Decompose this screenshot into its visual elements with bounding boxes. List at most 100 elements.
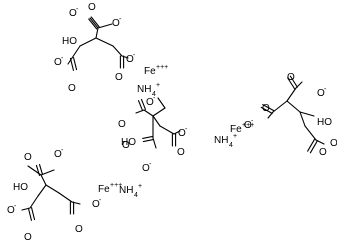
double-bond xyxy=(289,75,298,88)
hydroxyl-group-label: HO xyxy=(121,137,136,148)
oxygen-atom-label: O xyxy=(75,224,83,235)
single-bond xyxy=(286,100,301,113)
single-bond xyxy=(304,125,317,141)
oxygen-atom-label: O xyxy=(178,128,186,139)
oxygen-atom-label: O xyxy=(54,57,62,68)
negative-charge-label: - xyxy=(76,6,79,13)
double-bond xyxy=(35,164,41,177)
double-bond xyxy=(142,139,154,143)
oxygen-atom-label: O xyxy=(24,152,32,163)
ammonium-ion-label: NH xyxy=(119,185,133,196)
double-bond xyxy=(88,18,98,30)
iron-ion-label: Fe xyxy=(98,184,110,195)
oxygen-atom-label: O xyxy=(68,83,76,94)
iron-charge-label: +++ xyxy=(242,122,254,129)
single-bond xyxy=(58,192,73,203)
bond-layer xyxy=(21,16,325,221)
iron-ion-label: Fe xyxy=(230,124,242,135)
single-bond xyxy=(40,169,55,176)
iron-ion-label: Fe xyxy=(144,66,156,77)
double-bond xyxy=(27,207,32,221)
single-bond xyxy=(299,111,315,117)
single-bond xyxy=(37,184,47,197)
single-bond xyxy=(79,37,97,47)
oxygen-atom-label: O xyxy=(142,163,150,174)
oxygen-atom-label: O xyxy=(177,147,185,158)
ammonium-charge-label: + xyxy=(138,183,142,190)
negative-charge-label: - xyxy=(153,95,156,102)
oxygen-atom-label: O xyxy=(118,119,126,130)
double-bond xyxy=(309,140,318,154)
negative-charge-label: - xyxy=(61,55,64,62)
oxygen-atom-label: O xyxy=(69,8,77,19)
oxygen-atom-label: O xyxy=(330,138,337,149)
double-bond xyxy=(287,77,296,90)
single-bond xyxy=(143,109,154,117)
single-bond xyxy=(112,45,123,57)
single-bond xyxy=(299,111,306,127)
oxygen-atom-label: O xyxy=(24,232,32,243)
single-bond xyxy=(152,115,161,127)
single-bond xyxy=(89,17,99,29)
iron-charge-label: +++ xyxy=(110,182,122,189)
label-layer: O-OO-HOO-OO-OOO-HOO-OO-OOO-HOOO-O-OOO-HO… xyxy=(7,2,337,243)
oxygen-atom-label: O xyxy=(287,72,295,83)
ammonium-subscript-label: 4 xyxy=(229,142,233,149)
hydroxyl-group-label: HO xyxy=(62,36,77,47)
oxygen-atom-label: O xyxy=(88,2,96,13)
double-bond xyxy=(140,98,147,110)
negative-charge-label: - xyxy=(119,16,122,23)
oxygen-atom-label: O xyxy=(244,120,252,131)
double-bond xyxy=(69,57,74,71)
oxygen-atom-label: O xyxy=(319,147,327,158)
negative-charge-label: - xyxy=(149,161,152,168)
oxygen-atom-label: O xyxy=(7,205,15,216)
ammonium-subscript-label: 4 xyxy=(134,192,138,199)
single-bond xyxy=(152,107,166,117)
oxygen-atom-label: O xyxy=(92,199,100,210)
single-bond xyxy=(97,23,113,29)
oxygen-atom-label: O xyxy=(317,88,325,99)
double-bond xyxy=(307,138,316,152)
negative-charge-label: - xyxy=(133,52,136,59)
oxygen-atom-label: O xyxy=(126,54,134,65)
double-bond xyxy=(137,100,144,112)
double-bond xyxy=(142,135,154,139)
negative-charge-label: - xyxy=(14,203,17,210)
single-bond xyxy=(159,125,175,135)
hydroxyl-group-label: HO xyxy=(13,182,28,193)
hydroxyl-group-label: HO xyxy=(317,117,332,128)
oxygen-atom-label: O xyxy=(122,140,130,151)
single-bond xyxy=(71,45,81,59)
single-bond xyxy=(95,37,114,47)
double-bond xyxy=(38,163,44,176)
negative-charge-label: - xyxy=(61,147,64,154)
single-bond xyxy=(157,97,166,109)
ammonium-charge-label: + xyxy=(156,82,160,89)
oxygen-atom-label: O xyxy=(54,149,62,160)
double-bond xyxy=(260,106,273,114)
single-bond xyxy=(272,100,288,113)
single-bond xyxy=(67,57,73,65)
double-bond xyxy=(90,16,100,28)
double-bond xyxy=(73,57,78,71)
negative-charge-label: - xyxy=(251,118,254,125)
single-bond xyxy=(29,195,39,209)
oxygen-atom-label: O xyxy=(146,97,154,108)
single-bond xyxy=(286,87,297,102)
double-bond xyxy=(262,104,275,112)
ammonium-ion-label: NH xyxy=(137,84,151,95)
single-bond xyxy=(40,174,47,186)
single-bond xyxy=(95,27,99,39)
negative-charge-label: - xyxy=(324,86,327,93)
ammonium-ion-label: NH xyxy=(214,135,228,146)
single-bond xyxy=(121,55,129,59)
double-bond xyxy=(31,207,36,221)
oxygen-atom-label: O xyxy=(262,103,270,114)
ammonium-charge-label: + xyxy=(233,133,237,140)
negative-charge-label: - xyxy=(99,197,102,204)
oxygen-atom-label: O xyxy=(112,18,120,29)
iron-charge-label: +++ xyxy=(156,64,168,71)
